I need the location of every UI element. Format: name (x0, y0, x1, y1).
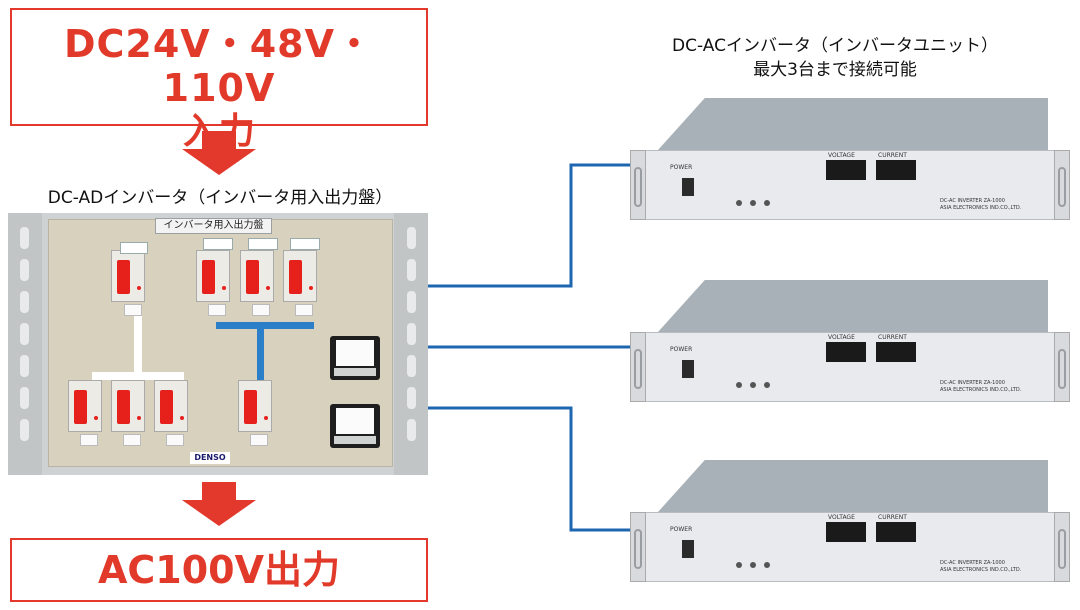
inverter-caption-sub: 最大3台まで接続可能 (753, 60, 917, 80)
current-label: CURRENT (878, 514, 907, 521)
power-switch (682, 540, 694, 558)
inverter-unit-2: POWER VOLTAGE CURRENT DC-AC INVERTER ZA-… (630, 280, 1070, 415)
power-label: POWER (670, 164, 693, 171)
power-switch (682, 178, 694, 196)
voltmeter (330, 336, 380, 380)
down-arrow-icon (182, 482, 256, 526)
ammeter (330, 404, 380, 448)
input-voltage-text: DC24V・48V・110V (63, 22, 374, 110)
current-label: CURRENT (878, 152, 907, 159)
voltage-display (826, 522, 866, 542)
panel-caption: DC-ADインバータ（インバータ用入出力盤） (47, 188, 393, 208)
current-label: CURRENT (878, 334, 907, 341)
breaker-tag (208, 304, 226, 316)
breaker-label-tag (203, 238, 233, 250)
breaker-tag (166, 434, 184, 446)
breaker-input (111, 250, 145, 302)
breaker-label-tag (290, 238, 320, 250)
breaker-output-1 (68, 380, 102, 432)
breaker-inverter-1-in (196, 250, 230, 302)
denso-logo: DENSO (190, 452, 230, 464)
breaker-output-2 (111, 380, 145, 432)
breaker-tag (250, 434, 268, 446)
breaker-tag (80, 434, 98, 446)
breaker-label-tag (248, 238, 278, 250)
output-voltage-text: AC100V出力 (97, 548, 341, 592)
down-arrow-icon (182, 131, 256, 175)
voltage-display (826, 160, 866, 180)
dc-input-box: DC24V・48V・110V 入力 (10, 8, 428, 152)
voltage-label: VOLTAGE (828, 334, 855, 341)
ac-output-box: AC100V出力 (10, 538, 428, 602)
panel-rack-rail-left (8, 213, 42, 475)
inverter-unit-3: POWER VOLTAGE CURRENT DC-AC INVERTER ZA-… (630, 460, 1070, 595)
power-label: POWER (670, 526, 693, 533)
power-label: POWER (670, 346, 693, 353)
current-display (876, 522, 916, 542)
breaker-output-3 (154, 380, 188, 432)
current-display (876, 160, 916, 180)
panel-rack-rail-right (394, 213, 428, 475)
breaker-tag (124, 304, 142, 316)
voltage-display (826, 342, 866, 362)
inverter-caption: DC-ACインバータ（インバータユニット） (672, 36, 998, 56)
breaker-tag (252, 304, 270, 316)
breaker-tag (295, 304, 313, 316)
inverter-unit-1: POWER VOLTAGE CURRENT DC-AC INVERTER ZA-… (630, 98, 1070, 233)
current-display (876, 342, 916, 362)
breaker-tag (123, 434, 141, 446)
panel-nameplate: インバータ用入出力盤 (155, 218, 272, 234)
voltage-label: VOLTAGE (828, 514, 855, 521)
breaker-label-tag (120, 242, 148, 254)
breaker-inverter-2-in (240, 250, 274, 302)
power-switch (682, 360, 694, 378)
breaker-output-main (238, 380, 272, 432)
voltage-label: VOLTAGE (828, 152, 855, 159)
breaker-inverter-3-in (283, 250, 317, 302)
